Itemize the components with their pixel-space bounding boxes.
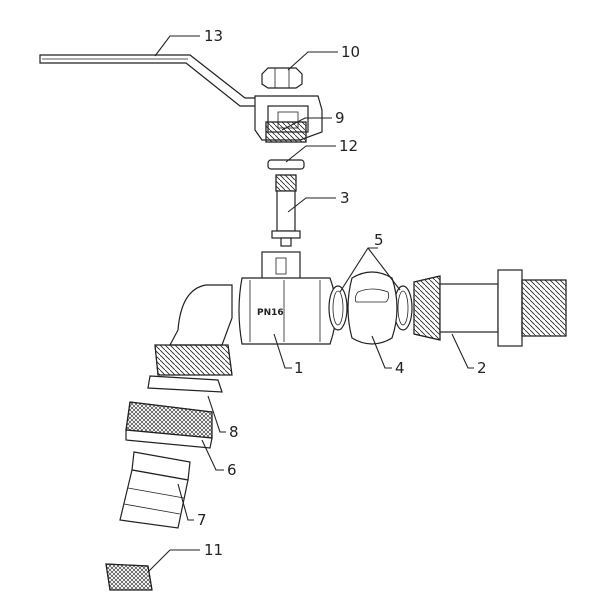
callout-4: 4 [395,359,405,377]
callout-10: 10 [341,43,360,61]
part-2-end-connector [413,269,567,347]
callout-5: 5 [374,231,384,249]
part-4-ball [347,271,398,345]
callout-3: 3 [340,189,350,207]
callout-labels: 1 2 3 4 5 6 7 8 9 10 11 12 13 [197,27,487,559]
callout-8: 8 [229,423,239,441]
part-9-threaded-bonnet [265,121,307,143]
callout-2: 2 [477,359,487,377]
callout-11: 11 [204,541,223,559]
part-7-hose-tail [119,451,191,529]
part-8-gasket [147,375,223,393]
callout-1: 1 [294,359,304,377]
part-12-washer [267,159,305,170]
callout-13: 13 [204,27,223,45]
part-11-end-cap [105,563,153,591]
part-3-stem [271,174,301,247]
callout-12: 12 [339,137,358,155]
callout-6: 6 [227,461,237,479]
part-10-hex-nut [261,67,303,89]
callout-7: 7 [197,511,207,529]
part-6-coupling-nut [125,401,213,449]
callout-9: 9 [335,109,345,127]
part-5-o-rings [328,285,413,331]
part-1-valve-body: PN16 [154,251,337,376]
body-marking: PN16 [257,308,284,318]
leader-lines [147,35,474,573]
